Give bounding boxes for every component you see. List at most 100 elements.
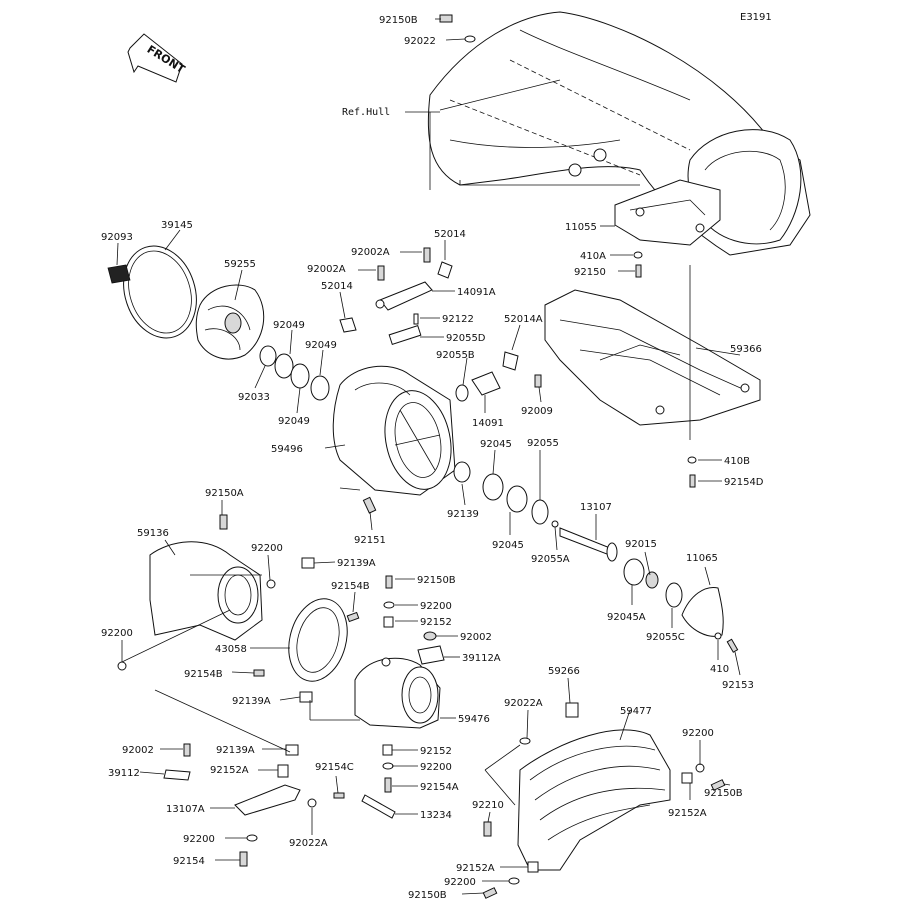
part-label: 92033 (238, 392, 270, 403)
bushing-92139 (453, 461, 471, 483)
washer-92200-right (695, 763, 705, 773)
part-label: 59477 (620, 706, 652, 717)
bolt-92154B-a (346, 611, 360, 623)
washer-92200-left (117, 661, 127, 671)
leader-lines (116, 18, 741, 895)
part-label: 13234 (420, 810, 452, 821)
cap-92093 (107, 264, 131, 284)
part-label: 59266 (548, 666, 580, 677)
part-label: 92002A (351, 247, 390, 258)
collar-92152-lower (382, 744, 393, 756)
part-label: 92045 (492, 540, 524, 551)
part-label: 92154A (420, 782, 459, 793)
part-label: 52014A (504, 314, 543, 325)
part-label: 410B (724, 456, 750, 467)
part-label: 11065 (686, 553, 718, 564)
part-label: 92150 (574, 267, 606, 278)
bolt-92153 (726, 638, 739, 653)
bolt-92154D (689, 474, 696, 488)
collar-92152A-bottom (527, 861, 539, 873)
bolt-92002-lower (183, 743, 191, 757)
bolt-92150B-upper (385, 575, 393, 589)
part-label: 92022A (289, 838, 328, 849)
part-label: 59476 (458, 714, 490, 725)
bolt-92150-hull (635, 264, 642, 278)
part-label: 410 (710, 664, 729, 675)
part-label: 92150B (417, 575, 456, 586)
part-label: 92200 (251, 543, 283, 554)
part-label: 92002 (122, 745, 154, 756)
bracket-14091A (375, 281, 433, 311)
part-label: 92049 (273, 320, 305, 331)
part-label: 39145 (161, 220, 193, 231)
washer-410A (633, 251, 643, 259)
part-label: 59136 (137, 528, 169, 539)
o-ring-92055C (665, 582, 683, 608)
part-label: 59496 (271, 444, 303, 455)
part-label: 92200 (682, 728, 714, 739)
bolt-92150B-base (482, 887, 498, 899)
part-label: 92150B (408, 890, 447, 900)
seal-92049-c (310, 375, 330, 401)
bolt-92002A-a (423, 247, 431, 263)
part-label: 92002A (307, 264, 346, 275)
o-ring-92055 (531, 499, 549, 525)
part-label: 92154C (315, 762, 354, 773)
bracket-39112 (163, 769, 191, 781)
part-label: 92200 (183, 834, 215, 845)
bushing-92139A-top (301, 557, 315, 569)
part-label: 59255 (224, 259, 256, 270)
bearing-92045A (623, 558, 645, 586)
part-label: 92150B (704, 788, 743, 799)
collar-92152A-right (681, 772, 693, 784)
washer-92200-upper (383, 601, 395, 609)
part-label: 13107A (166, 804, 205, 815)
fitting-52014A (502, 351, 519, 371)
part-label: 92139A (216, 745, 255, 756)
bolt-92154B-b (253, 669, 265, 677)
part-label: 92200 (420, 601, 452, 612)
nut-92015 (645, 571, 659, 589)
o-ring-92055B (455, 384, 469, 402)
cap-11065 (681, 586, 724, 637)
washer-92200-base (508, 877, 520, 885)
bolt-92150B-right (710, 779, 726, 791)
bolt-92210 (483, 821, 492, 837)
bushing-92139A-lower (285, 744, 299, 756)
part-label: 92055D (446, 333, 486, 344)
washer-92022A-lower (307, 798, 317, 808)
shaft-13234 (361, 794, 396, 819)
washer-92200-lower (382, 762, 394, 770)
part-label: 39112 (108, 768, 140, 779)
part-label: 92200 (444, 877, 476, 888)
part-label: 14091A (457, 287, 496, 298)
bolt-92151 (362, 496, 377, 514)
part-labels: 92150B 92022 Ref.Hull 11055 410A 92150 3… (101, 15, 764, 900)
pin-92122 (413, 313, 419, 325)
gasket-92055D (388, 324, 422, 346)
collar-92152-upper (383, 616, 394, 628)
bolt-92154C (333, 792, 345, 799)
ring-92055A (551, 520, 559, 528)
pump-cover-59366 (544, 289, 761, 426)
part-label: 92055C (646, 632, 685, 643)
part-label: 92122 (442, 314, 474, 325)
guard-59477 (517, 729, 671, 871)
steering-nozzle-59476 (354, 657, 441, 729)
part-label: 92045A (607, 612, 646, 623)
nozzle-59136 (149, 541, 263, 641)
part-label: 92150A (205, 488, 244, 499)
bolt-92150B-top (439, 14, 453, 23)
part-label: 92152 (420, 617, 452, 628)
part-label: 92150B (379, 15, 418, 26)
washer-92022-top (464, 35, 476, 43)
part-label: 92049 (305, 340, 337, 351)
part-label: 92154B (184, 669, 223, 680)
part-label: 92093 (101, 232, 133, 243)
front-arrow-icon: FRONT (127, 33, 188, 83)
part-label: 92151 (354, 535, 386, 546)
fitting-52014-upper (437, 261, 453, 279)
bolt-92154 (239, 851, 248, 867)
washer-92200-mid (266, 579, 276, 589)
